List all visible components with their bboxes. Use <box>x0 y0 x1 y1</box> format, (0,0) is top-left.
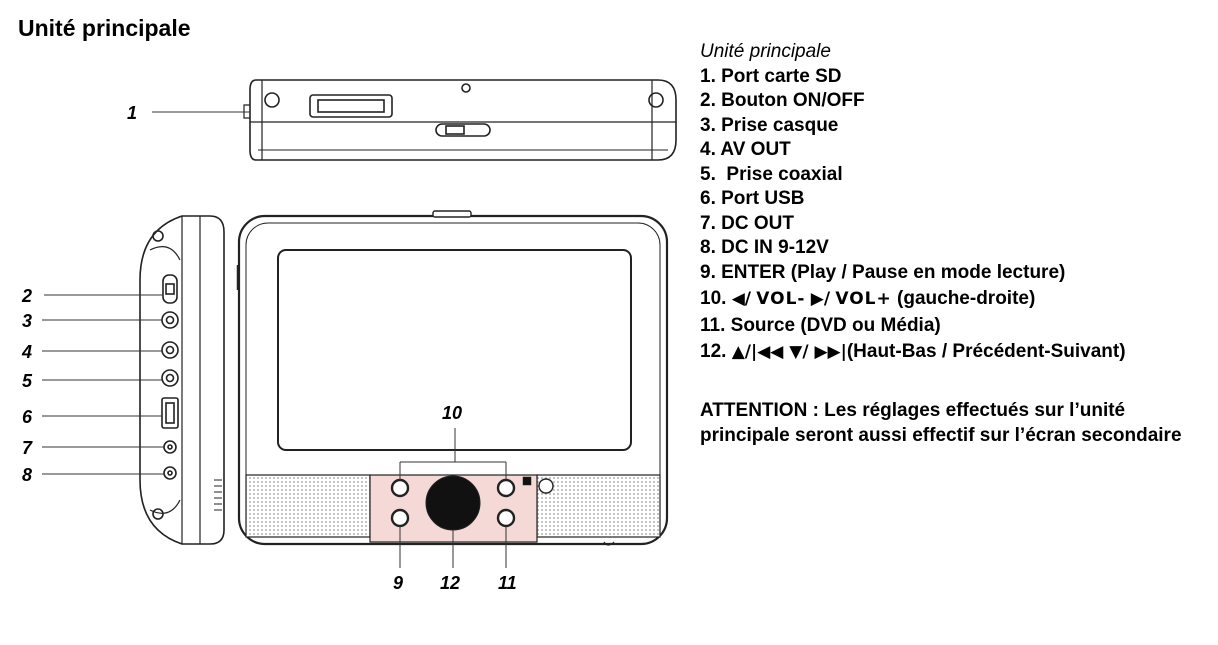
callout-12: 12 <box>440 573 460 593</box>
legend-item-5: 5. Prise coaxial <box>700 163 843 185</box>
legend-title: Unité principale <box>700 41 831 62</box>
vol-plus-label: VOL+ <box>835 289 892 309</box>
legend-item-1: 1. Port carte SD <box>700 65 842 87</box>
up-down-prev-next-icon: ▲/|◀◀ ▼/ ▶▶| <box>731 342 847 362</box>
callout-10: 10 <box>442 403 462 423</box>
legend-item-10: 10. ◀/ VOL- ▶/ VOL+ (gauche-droite) <box>700 287 1210 312</box>
legend-item-12: 12. ▲/|◀◀ ▼/ ▶▶|(Haut-Bas / Précédent-Su… <box>700 340 1210 365</box>
button-left <box>390 478 410 498</box>
legend: Unité principale 1. Port carte SD 2. Bou… <box>700 40 1210 365</box>
attention-note: ATTENTION : Les réglages effectués sur l… <box>700 400 1182 446</box>
legend-item-2: 2. Bouton ON/OFF <box>700 90 865 111</box>
legend-item-10-suffix: (gauche-droite) <box>897 288 1036 309</box>
legend-item-12-suffix: (Haut-Bas / Précédent-Suivant) <box>846 341 1126 362</box>
right-speaker <box>536 474 661 538</box>
callout-11: 11 <box>498 573 517 593</box>
callout-5: 5 <box>22 371 33 391</box>
left-arrow-icon: ◀/ <box>731 289 751 309</box>
callout-3: 3 <box>22 311 32 331</box>
legend-item-11: 11. Source (DVD ou Média) <box>700 314 941 336</box>
callout-1: 1 <box>127 103 137 123</box>
device-top-view <box>243 79 677 161</box>
right-arrow-icon: ▶/ <box>810 289 831 309</box>
legend-item-9: 9. ENTER (Play / Pause en mode lecture) <box>700 261 1066 283</box>
callout-2: 2 <box>21 286 32 306</box>
callout-9: 9 <box>393 573 403 593</box>
left-speaker <box>245 474 371 538</box>
vol-minus-label: VOL- <box>756 289 806 309</box>
legend-item-12-number: 12. <box>700 341 727 362</box>
legend-item-3: 3. Prise casque <box>700 114 839 136</box>
button-right <box>496 478 516 498</box>
callout-7: 7 <box>22 438 33 458</box>
button-source <box>496 508 516 528</box>
legend-item-7: 7. DC OUT <box>700 212 794 234</box>
page-title: Unité principale <box>18 15 191 41</box>
callout-6: 6 <box>22 407 33 427</box>
leader-lines <box>42 111 507 568</box>
callout-8: 8 <box>22 465 32 485</box>
legend-item-10-number: 10. <box>700 288 727 309</box>
callout-4: 4 <box>21 342 32 362</box>
legend-item-4: 4. AV OUT <box>700 139 791 160</box>
button-enter <box>390 508 410 528</box>
device-diagram: 1 2 3 4 5 6 7 8 9 10 11 12 <box>21 79 677 593</box>
device-side-view <box>139 215 225 545</box>
legend-item-8: 8. DC IN 9-12V <box>700 237 829 258</box>
navigation-knob <box>425 475 481 531</box>
legend-item-6: 6. Port USB <box>700 188 805 209</box>
device-front-view <box>236 210 669 546</box>
